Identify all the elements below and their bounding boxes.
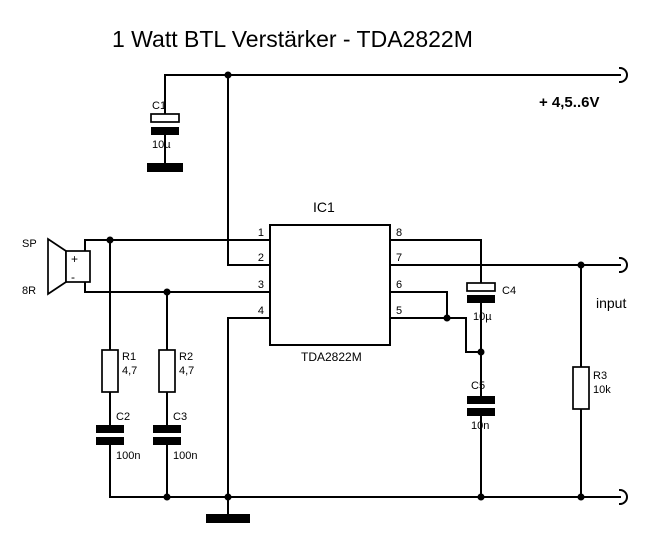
speaker-symbol: + - SP 8R <box>22 237 91 297</box>
capacitor-C3: C3 100n <box>153 411 197 462</box>
junction-dot <box>224 493 232 501</box>
resistor-body <box>572 366 590 410</box>
pin-label-3: 3 <box>258 279 264 291</box>
supply-terminal <box>618 66 628 84</box>
resistor-ref-label: R3 <box>593 370 607 382</box>
resistor-value-label: 4,7 <box>179 365 194 377</box>
capacitor-plate <box>153 437 181 445</box>
speaker-plus-sign: + <box>71 252 78 266</box>
capacitor-value-label: 100n <box>173 450 197 462</box>
schematic-title: 1 Watt BTL Verstärker - TDA2822M <box>112 26 473 52</box>
resistor-ref-label: R2 <box>179 351 193 363</box>
pin-label-4: 4 <box>258 305 264 317</box>
capacitor-plate-positive <box>466 282 496 292</box>
resistor-R2: R2 4,7 <box>158 349 194 393</box>
pin-label-8: 8 <box>396 227 402 239</box>
capacitor-ref-label: C3 <box>173 411 187 423</box>
resistor-value-label: 4,7 <box>122 365 137 377</box>
capacitor-ref-label: C1 <box>152 100 166 112</box>
capacitor-ref-label: C4 <box>502 285 516 297</box>
resistor-value-label: 10k <box>593 384 611 396</box>
junction-dot <box>477 348 485 356</box>
ic-body <box>269 224 391 346</box>
ic-ref-label: IC1 <box>313 199 335 215</box>
resistor-R1: R1 4,7 <box>101 349 137 393</box>
wire-net <box>84 74 621 515</box>
junction-dot <box>106 236 114 244</box>
capacitor-value-label: 100n <box>116 450 140 462</box>
resistor-body <box>158 349 176 393</box>
speaker-impedance-label: 8R <box>22 285 36 297</box>
ground-symbol <box>206 514 250 523</box>
speaker-cone <box>47 237 67 296</box>
capacitor-C5: C5 10n <box>467 380 495 432</box>
ic-part-label: TDA2822M <box>301 350 362 364</box>
pin-label-1: 1 <box>258 227 264 239</box>
junction-dot <box>577 261 585 269</box>
ground-terminal <box>618 488 628 506</box>
capacitor-C1: C1 10µ <box>150 100 180 151</box>
capacitor-ref-label: C5 <box>471 380 485 392</box>
capacitor-plate <box>96 437 124 445</box>
junction-dots <box>106 71 585 501</box>
junction-dot <box>163 493 171 501</box>
capacitor-ref-label: C2 <box>116 411 130 423</box>
capacitor-plate-negative <box>467 295 495 303</box>
junction-dot <box>477 493 485 501</box>
speaker-minus-sign: - <box>71 270 75 284</box>
capacitor-C2: C2 100n <box>96 411 140 462</box>
capacitor-plate <box>153 425 181 433</box>
pin-label-6: 6 <box>396 279 402 291</box>
capacitor-plate-negative <box>151 127 179 135</box>
pin-label-5: 5 <box>396 305 402 317</box>
capacitor-plate <box>467 396 495 404</box>
capacitor-plate <box>467 408 495 416</box>
capacitor-value-label: 10µ <box>473 311 492 323</box>
input-terminal <box>618 256 628 274</box>
resistor-R3: R3 10k <box>572 366 611 410</box>
pin-label-2: 2 <box>258 252 264 264</box>
resistor-ref-label: R1 <box>122 351 136 363</box>
supply-voltage-label: + 4,5..6V <box>539 94 599 111</box>
junction-dot <box>443 314 451 322</box>
junction-dot <box>577 493 585 501</box>
ic-TDA2822M: IC1 TDA2822M 1 2 3 4 8 7 6 5 <box>258 199 402 364</box>
capacitor-plate-positive <box>150 113 180 123</box>
junction-dot <box>163 288 171 296</box>
ground-symbol <box>147 163 183 172</box>
junction-dot <box>224 71 232 79</box>
input-label: input <box>596 295 626 311</box>
pin-label-7: 7 <box>396 252 402 264</box>
terminals <box>618 66 628 506</box>
speaker-body <box>65 250 91 283</box>
capacitor-C4: C4 10µ <box>466 282 516 323</box>
capacitor-value-label: 10µ <box>152 139 171 151</box>
capacitor-plate <box>96 425 124 433</box>
speaker-ref-label: SP <box>22 238 37 250</box>
capacitor-value-label: 10n <box>471 420 489 432</box>
resistor-body <box>101 349 119 393</box>
